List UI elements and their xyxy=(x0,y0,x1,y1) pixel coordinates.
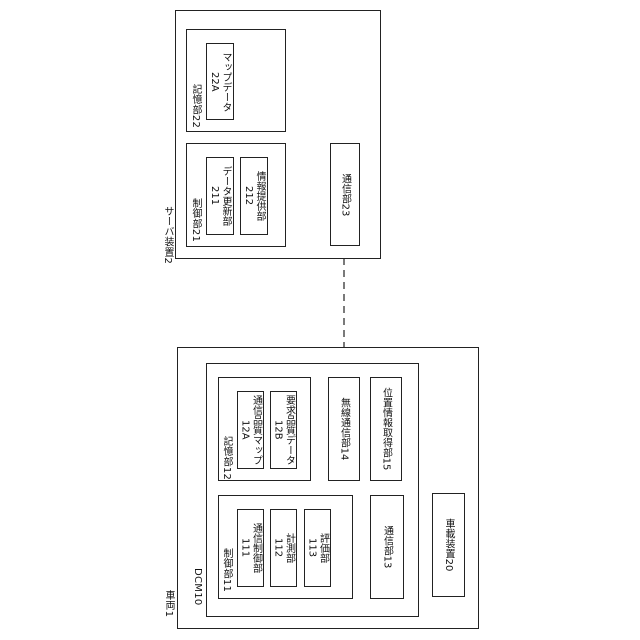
server-storage-label: 記憶部22 xyxy=(190,84,201,128)
evaluate-unit-text: 評価部113 xyxy=(307,533,329,563)
map-data-text: マップデータ22A xyxy=(209,52,231,112)
comm-control-unit-box: 通信制御部111 xyxy=(237,509,264,587)
required-quality-box: 要求品質データ12B xyxy=(270,391,297,469)
server-control-label: 制御部21 xyxy=(190,198,201,242)
quality-map-text: 通信品質マップ12A xyxy=(240,395,262,465)
wireless-comm-unit-text: 無線通信部14 xyxy=(339,398,350,461)
quality-map-box: 通信品質マップ12A xyxy=(237,391,264,469)
measure-unit-text: 計測部112 xyxy=(273,533,295,563)
info-provide-unit-text: 情報提供部212 xyxy=(243,171,265,221)
data-update-unit-text: データ更新部211 xyxy=(209,166,231,226)
position-info-unit-text: 位置情報取得部15 xyxy=(381,388,392,471)
vehicle-comm-unit-text: 通信部13 xyxy=(382,526,393,569)
comm-control-unit-text: 通信制御部111 xyxy=(240,523,262,573)
measure-unit-box: 計測部112 xyxy=(270,509,297,587)
info-provide-unit-box: 情報提供部212 xyxy=(240,157,268,235)
dcm-caption: DCM10 xyxy=(192,568,203,606)
vehicle-control-label: 制御部11 xyxy=(221,548,232,592)
evaluate-unit-box: 評価部113 xyxy=(304,509,331,587)
server-storage-unit xyxy=(186,29,286,132)
server-device-caption: サーバ装置2 xyxy=(162,206,173,264)
vehicle-caption: 車両1 xyxy=(163,590,174,617)
vehicle-comm-unit-box: 通信部13 xyxy=(370,495,404,599)
wireless-comm-unit-box: 無線通信部14 xyxy=(328,377,360,481)
server-comm-unit-text: 通信部23 xyxy=(340,173,351,216)
onboard-device-box: 車載装置20 xyxy=(432,493,465,597)
position-info-unit-box: 位置情報取得部15 xyxy=(370,377,402,481)
data-update-unit-box: データ更新部211 xyxy=(206,157,234,235)
required-quality-text: 要求品質データ12B xyxy=(273,395,295,465)
vehicle-storage-label: 記憶部12 xyxy=(221,436,232,480)
server-control-unit xyxy=(186,143,286,247)
server-comm-unit-box: 通信部23 xyxy=(330,143,360,246)
map-data-box: マップデータ22A xyxy=(206,43,234,120)
onboard-device-text: 車載装置20 xyxy=(443,519,454,572)
